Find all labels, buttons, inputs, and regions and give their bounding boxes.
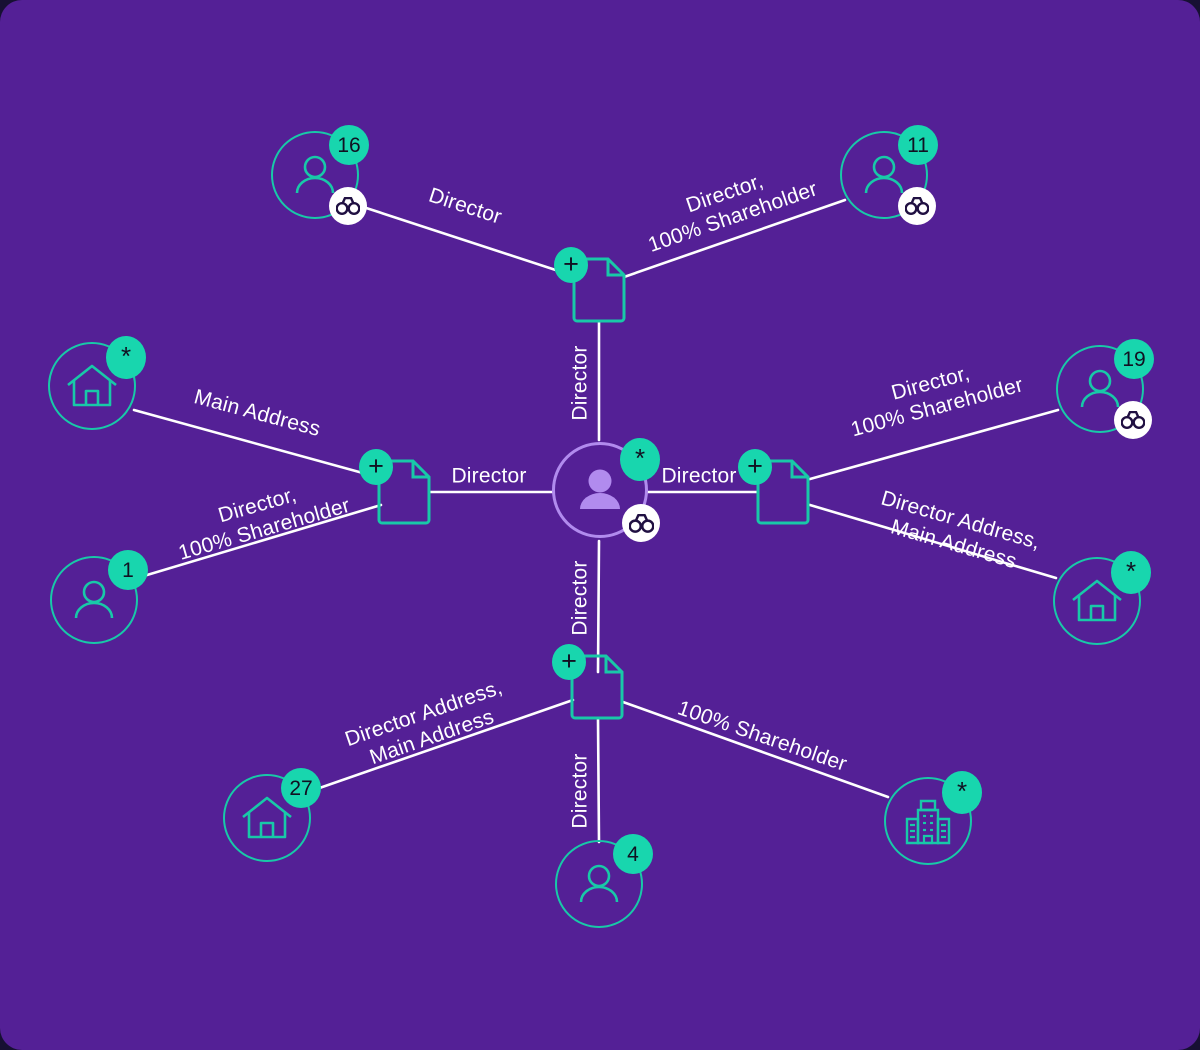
node-star-badge[interactable]: *	[106, 336, 146, 379]
person-icon	[840, 131, 928, 219]
house-icon	[48, 342, 136, 430]
person-icon	[1056, 345, 1144, 433]
node-circle	[50, 556, 138, 644]
document-icon	[569, 654, 625, 724]
edge-doc-right-house	[808, 503, 1058, 580]
binoculars-icon[interactable]	[1114, 401, 1152, 439]
address-node-main-right[interactable]: *	[1053, 551, 1151, 645]
binoculars-icon[interactable]	[622, 504, 660, 542]
edge-label-director-center-right: Director	[661, 464, 737, 488]
person-node-4[interactable]: 4	[555, 834, 653, 928]
node-count-badge[interactable]: 11	[898, 125, 938, 165]
node-circle	[223, 774, 311, 862]
node-circle	[1053, 557, 1141, 645]
edge-doc-bottom-n4	[596, 717, 601, 844]
node-circle	[555, 840, 643, 928]
node-circle	[552, 442, 648, 538]
person-icon	[552, 442, 648, 538]
person-node-11[interactable]: 11	[840, 125, 938, 225]
binoculars-icon[interactable]	[329, 187, 367, 225]
node-star-badge[interactable]: *	[942, 771, 982, 814]
node-star-badge[interactable]: *	[1111, 551, 1151, 594]
edge-label-director-left-center: Director	[451, 464, 527, 488]
document-icon	[571, 257, 627, 327]
building-icon	[884, 777, 972, 865]
document-node-right[interactable]: +	[738, 449, 811, 525]
node-circle	[884, 777, 972, 865]
edge-center-doc-bottom	[596, 539, 601, 674]
add-document-badge[interactable]: +	[738, 449, 772, 485]
edge-n1-doc-left	[135, 503, 383, 580]
edge-label-director-top-center: Director	[568, 345, 592, 421]
company-node[interactable]: *	[884, 771, 982, 865]
person-icon	[271, 131, 359, 219]
edge-n16-doc-top	[355, 203, 576, 278]
person-icon	[50, 556, 138, 644]
person-icon	[555, 840, 643, 928]
node-circle	[271, 131, 359, 219]
node-circle	[48, 342, 136, 430]
add-document-badge[interactable]: +	[359, 449, 393, 485]
address-node-main-left[interactable]: *	[48, 336, 146, 430]
node-count-badge[interactable]: 4	[613, 834, 653, 874]
document-node-bottom[interactable]: +	[552, 644, 625, 720]
node-count-badge[interactable]: 1	[108, 550, 148, 590]
person-node-1[interactable]: 1	[50, 550, 148, 644]
center-person-node[interactable]: *	[552, 438, 660, 542]
document-icon	[376, 459, 432, 529]
document-icon	[755, 459, 811, 529]
node-circle	[840, 131, 928, 219]
node-count-badge[interactable]: 19	[1114, 339, 1154, 379]
add-document-badge[interactable]: +	[554, 247, 588, 283]
node-count-badge[interactable]: 27	[281, 768, 321, 808]
house-icon	[1053, 557, 1141, 645]
add-document-badge[interactable]: +	[552, 644, 586, 680]
edge-label-director-bottom-n4: Director	[568, 753, 592, 829]
edge-doc-bottom-company	[621, 700, 890, 799]
house-icon	[223, 774, 311, 862]
edge-doc-bottom-n27	[306, 698, 575, 794]
person-node-16[interactable]: 16	[271, 125, 369, 225]
address-node-27[interactable]: 27	[223, 768, 321, 862]
edge-label-director-center-bottom: Director	[568, 560, 592, 636]
edge-house-doc-left	[132, 408, 383, 480]
node-count-badge[interactable]: 16	[329, 125, 369, 165]
binoculars-icon[interactable]	[898, 187, 936, 225]
document-node-left[interactable]: +	[359, 449, 432, 525]
node-circle	[1056, 345, 1144, 433]
edge-n11-doc-top	[622, 198, 847, 279]
person-node-19[interactable]: 19	[1056, 339, 1154, 439]
edge-doc-right-n19	[808, 408, 1060, 481]
document-node-top[interactable]: +	[554, 247, 627, 323]
center-star-badge[interactable]: *	[620, 438, 660, 481]
